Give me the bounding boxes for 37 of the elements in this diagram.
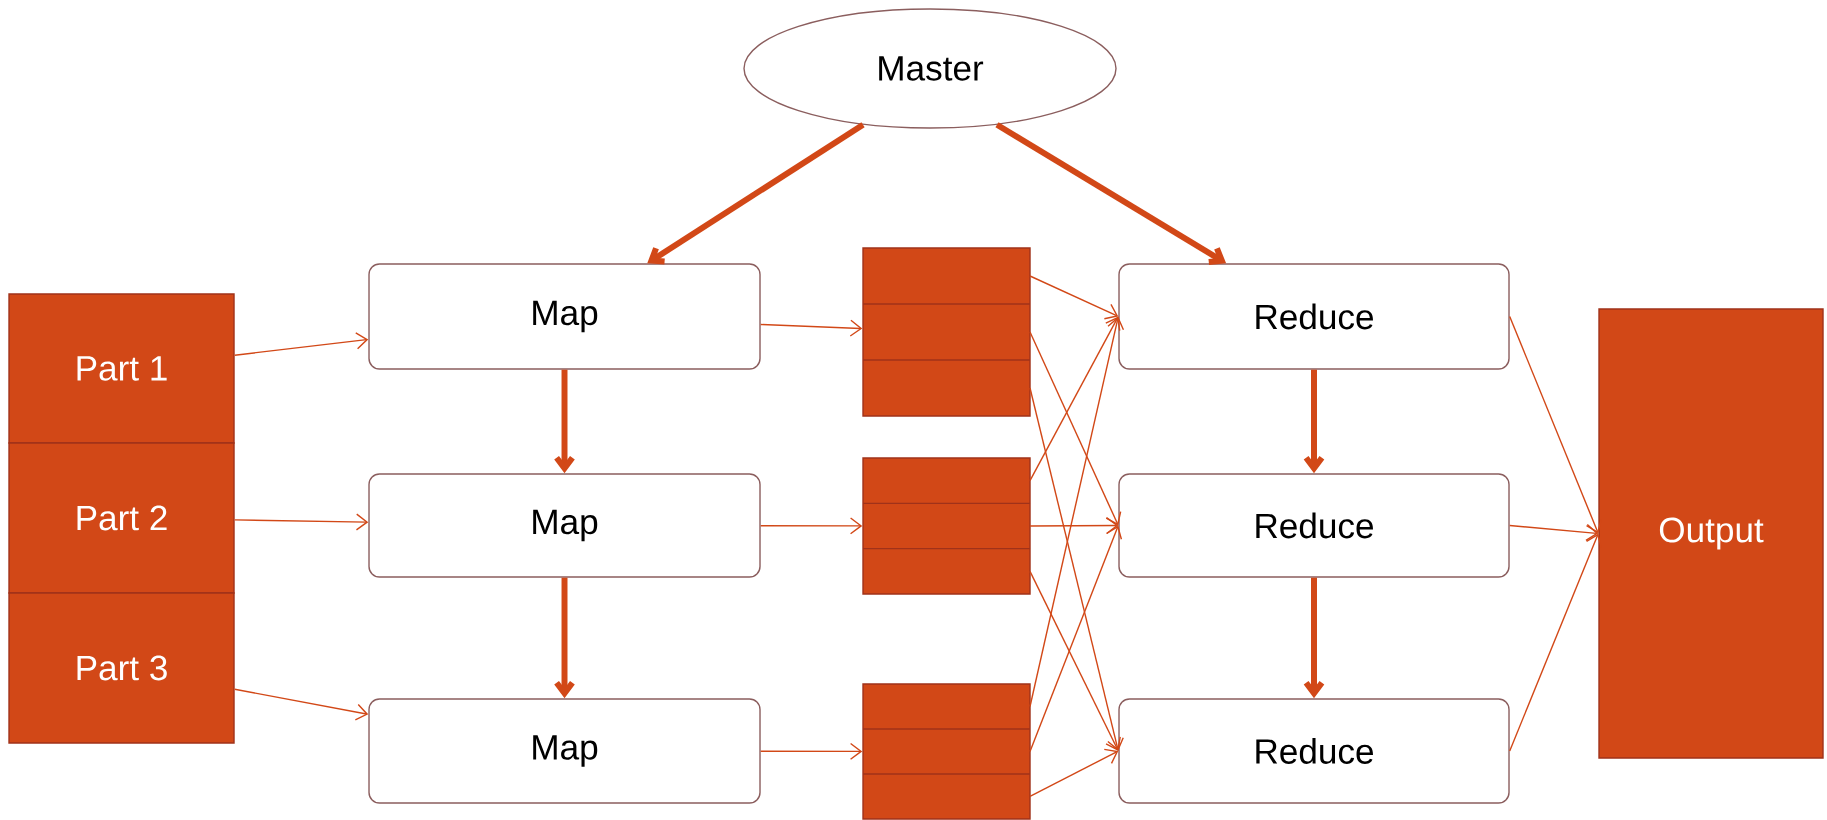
arrow <box>760 517 863 535</box>
arrow <box>234 513 369 531</box>
arrow <box>1509 523 1599 541</box>
arrow <box>234 688 369 721</box>
arrow <box>647 122 865 265</box>
process-box: Reduce <box>1118 473 1510 578</box>
arrow <box>554 369 575 474</box>
arrow <box>234 332 369 356</box>
buffer-block <box>862 457 1031 595</box>
arrow <box>1029 516 1119 535</box>
arrow <box>1029 316 1121 482</box>
process-box: Reduce <box>1118 698 1510 804</box>
data-block: Output <box>1598 308 1824 759</box>
process-box: Map <box>368 263 761 370</box>
arrow <box>995 122 1227 265</box>
arrow <box>1303 369 1325 474</box>
arrow <box>1029 316 1125 708</box>
process-box: Reduce <box>1118 263 1510 370</box>
arrow <box>760 742 863 760</box>
data-block: Part 1 <box>8 293 235 444</box>
arrow <box>1509 315 1602 534</box>
arrow <box>1029 275 1119 320</box>
buffer-block <box>862 683 1031 820</box>
arrow <box>554 577 575 699</box>
process-box: Map <box>368 698 761 804</box>
arrow <box>1029 525 1123 753</box>
buffer-block <box>862 247 1031 417</box>
arrow <box>1029 570 1121 751</box>
arrow <box>1303 577 1325 699</box>
arrow <box>1029 387 1124 751</box>
process-box: Map <box>368 473 761 578</box>
data-block: Part 3 <box>8 592 235 744</box>
arrow <box>1029 331 1122 526</box>
arrow <box>760 319 863 337</box>
data-block: Part 2 <box>8 442 235 594</box>
arrow <box>1509 533 1602 752</box>
arrow <box>1029 748 1119 798</box>
